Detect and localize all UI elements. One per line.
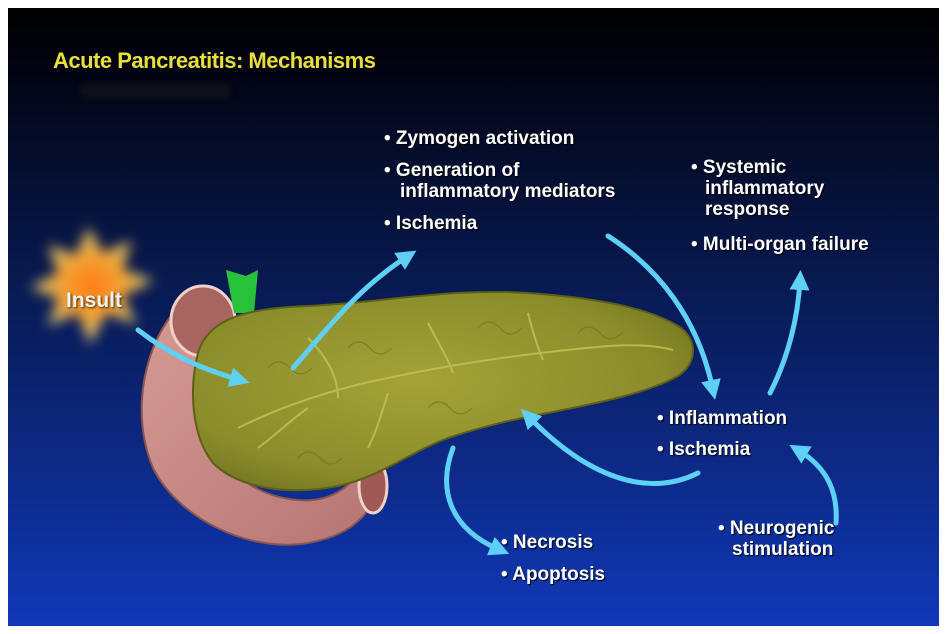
label-inflammation: • Inflammation [657, 408, 787, 429]
label-multi-organ-failure: • Multi-organ failure [691, 234, 869, 255]
label-systemic-line1: • Systemic [691, 157, 786, 178]
label-neurogenic-line2: stimulation [732, 539, 833, 560]
slide: Acute Pancreatitis: Mechanisms Insult • … [8, 8, 939, 626]
label-apoptosis: • Apoptosis [501, 564, 605, 585]
label-necrosis: • Necrosis [501, 532, 593, 553]
label-generation-line2: inflammatory mediators [400, 181, 615, 202]
arrow-inflammation-to-systemic [770, 280, 800, 393]
pancreas [193, 292, 693, 490]
label-ischemia-top: • Ischemia [384, 213, 477, 234]
label-systemic-line2: inflammatory [705, 178, 824, 199]
label-systemic-line3: response [705, 199, 789, 220]
label-ischemia-mid: • Ischemia [657, 439, 750, 460]
label-neurogenic-line1: • Neurogenic [718, 518, 834, 539]
insult-label: Insult [66, 290, 122, 311]
slide-title: Acute Pancreatitis: Mechanisms [53, 48, 375, 74]
arrow-pancreas-to-necrosis [447, 448, 500, 550]
label-generation-line1: • Generation of [384, 160, 519, 181]
arrow-neurogenic-to-ischemia [798, 450, 836, 523]
label-zymogen-activation: • Zymogen activation [384, 128, 574, 149]
blurred-subtitle [80, 84, 230, 98]
